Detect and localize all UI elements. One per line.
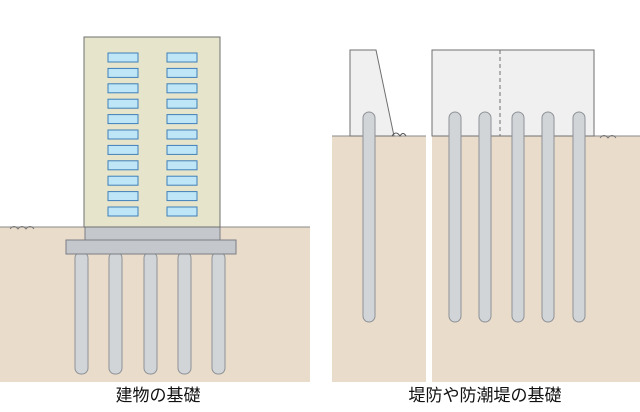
window — [166, 52, 198, 63]
grass-mark-seawall — [599, 135, 617, 139]
pile — [541, 111, 555, 323]
caption-building-foundation: 建物の基礎 — [115, 386, 201, 406]
pile — [511, 111, 525, 323]
soil-section-a — [332, 136, 426, 382]
window — [166, 175, 198, 186]
building-foundation-panel — [0, 36, 310, 382]
levee-piles — [362, 111, 586, 323]
soil-section-b — [432, 136, 640, 382]
window — [107, 206, 139, 217]
window — [166, 129, 198, 140]
grass-mark-left — [9, 226, 35, 230]
levee-foundation-panel — [332, 49, 640, 382]
building-piles — [74, 251, 226, 375]
window — [166, 114, 198, 125]
window — [107, 52, 139, 63]
pile — [74, 251, 89, 375]
window — [107, 98, 139, 109]
pile — [448, 111, 462, 323]
pile — [177, 251, 192, 375]
window — [107, 160, 139, 171]
pile — [478, 111, 492, 323]
pile — [572, 111, 586, 323]
window — [166, 83, 198, 94]
pile — [143, 251, 158, 375]
window — [107, 175, 139, 186]
pile — [211, 251, 226, 375]
window — [107, 67, 139, 78]
window — [166, 67, 198, 78]
window — [166, 144, 198, 155]
window — [107, 144, 139, 155]
window — [107, 129, 139, 140]
building-windows-left — [107, 52, 139, 217]
building-windows-right — [166, 52, 198, 217]
caption-levee-foundation: 堤防や防潮堤の基礎 — [408, 386, 562, 406]
window — [166, 160, 198, 171]
window — [166, 191, 198, 202]
window — [166, 206, 198, 217]
window — [107, 191, 139, 202]
levee-wall — [349, 49, 395, 137]
window — [107, 114, 139, 125]
window — [166, 98, 198, 109]
building-body — [83, 36, 221, 228]
foundation-footing — [65, 239, 237, 255]
foundation-cap — [84, 226, 221, 242]
pile — [108, 251, 123, 375]
window — [107, 83, 139, 94]
grass-mark-levee — [391, 132, 407, 137]
pile — [362, 111, 376, 323]
